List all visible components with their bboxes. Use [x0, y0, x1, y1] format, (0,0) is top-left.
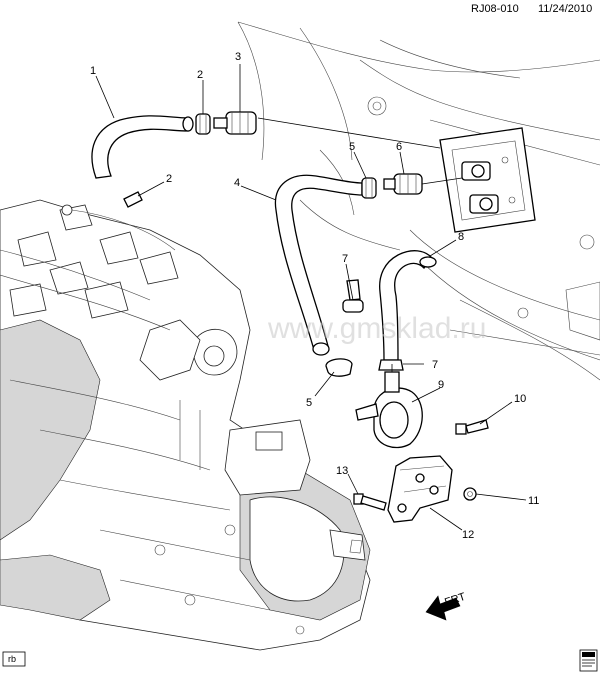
nut-11: [463, 487, 477, 501]
hose-clamp-7-lower: [378, 359, 404, 371]
bolt-10: [455, 419, 489, 435]
engine-assembly: [0, 199, 371, 651]
callout-4: 4: [234, 177, 240, 189]
callout-3: 3: [235, 51, 241, 63]
document-stamp-icon: [579, 649, 598, 672]
callout-6: 6: [396, 141, 402, 153]
hose-clamp-5-lower: [325, 358, 353, 377]
callout-2b: 2: [166, 173, 172, 185]
bracket-12: [387, 455, 453, 523]
quick-connector-3: [213, 111, 257, 135]
hose-clamp-7-mid: [342, 299, 364, 313]
diagram-code: RJ08-010: [471, 3, 519, 15]
leader-lines: [95, 64, 527, 531]
front-direction-arrow: FRT: [425, 591, 467, 621]
hose-clamp-2-lower: [123, 191, 143, 208]
callout-10: 10: [514, 393, 526, 405]
bolt-13: [353, 493, 387, 511]
callout-7b: 7: [432, 359, 438, 371]
callout-5b: 5: [306, 397, 312, 409]
callout-9: 9: [438, 379, 444, 391]
callout-8: 8: [458, 231, 464, 243]
callout-1: 1: [90, 65, 96, 77]
callout-11: 11: [528, 495, 539, 507]
watermark-text: www.gmsklad.ru: [267, 312, 486, 345]
callout-5a: 5: [349, 141, 355, 153]
footer-tag-text: rb: [8, 654, 16, 664]
footer-tag: rb: [2, 651, 26, 667]
callout-12: 12: [462, 529, 474, 541]
callout-2a: 2: [197, 69, 203, 81]
callout-7a: 7: [342, 253, 348, 265]
callout-labels: 1 2 3 2 4 5 6 7 8 7 5 9 10 11 12 13: [90, 51, 539, 541]
heater-core-ports: [439, 127, 536, 233]
callout-13: 13: [336, 465, 348, 477]
diagram-date: 11/24/2010: [538, 3, 592, 15]
hose-clamp-2-upper: [195, 113, 211, 135]
hose-clamp-5-upper: [361, 177, 377, 199]
auxiliary-pump-9: [355, 371, 423, 449]
quick-connector-6: [383, 173, 423, 195]
inlet-hose-1: [91, 115, 194, 179]
